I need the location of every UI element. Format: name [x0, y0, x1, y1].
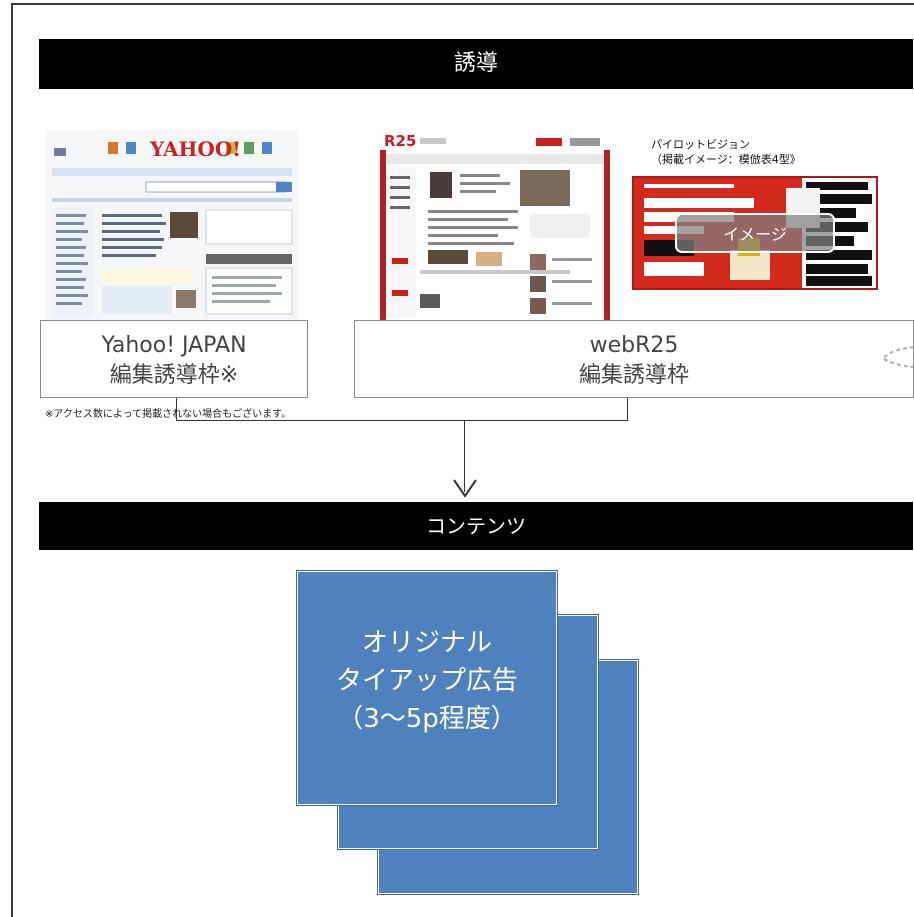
connector-down	[464, 420, 465, 492]
connector-bottom	[176, 420, 628, 421]
section-title: コンテンツ	[426, 514, 526, 538]
pilot-caption: パイロットビジョン （掲載イメージ：模倣表4型》	[651, 137, 801, 167]
header-band: 誘導	[39, 39, 913, 89]
yahoo-label-line2: 編集誘導枠※	[109, 363, 239, 388]
webr25-label-box: webR25 編集誘導枠	[354, 320, 914, 398]
dashed-connector-stub	[883, 346, 914, 368]
section-band: コンテンツ	[39, 502, 913, 550]
content-card-text: オリジナル タイアップ広告 （3～5p程度）	[298, 624, 556, 738]
webr25-label-line1: webR25	[589, 333, 679, 358]
content-card-line2: タイアップ広告	[335, 666, 518, 696]
pilot-caption-line2: （掲載イメージ：模倣表4型》	[651, 153, 801, 166]
arrow-down-icon	[453, 479, 477, 498]
connector-left	[176, 398, 177, 421]
header-title: 誘導	[453, 51, 498, 76]
yahoo-screenshot-art: YAHOO!	[46, 130, 298, 320]
webr25-label-line2: 編集誘導枠	[578, 363, 689, 388]
content-card-front: オリジナル タイアップ広告 （3～5p程度）	[297, 571, 557, 805]
yahoo-logo: YAHOO!	[149, 137, 241, 161]
connector-right	[627, 398, 628, 421]
content-card-line3: （3～5p程度）	[337, 704, 517, 734]
r25-screenshot-art: R25	[380, 130, 610, 320]
yahoo-label-line1: Yahoo! JAPAN	[101, 333, 247, 358]
availability-note: ※アクセス数によって掲載されない場合もございます。	[45, 409, 292, 420]
webr25-screenshot-icon: R25	[380, 130, 610, 320]
r25-logo: R25	[384, 132, 416, 150]
content-card-line1: オリジナル	[361, 628, 492, 658]
pilot-caption-line1: パイロットビジョン	[651, 138, 750, 151]
yahoo-label-box: Yahoo! JAPAN 編集誘導枠※	[40, 320, 308, 398]
outer-frame	[11, 3, 914, 917]
image-badge: イメージ	[675, 213, 835, 253]
yahoo-japan-screenshot-icon: YAHOO!	[46, 130, 298, 320]
pilot-vision-ad-screenshot-icon	[632, 176, 878, 290]
